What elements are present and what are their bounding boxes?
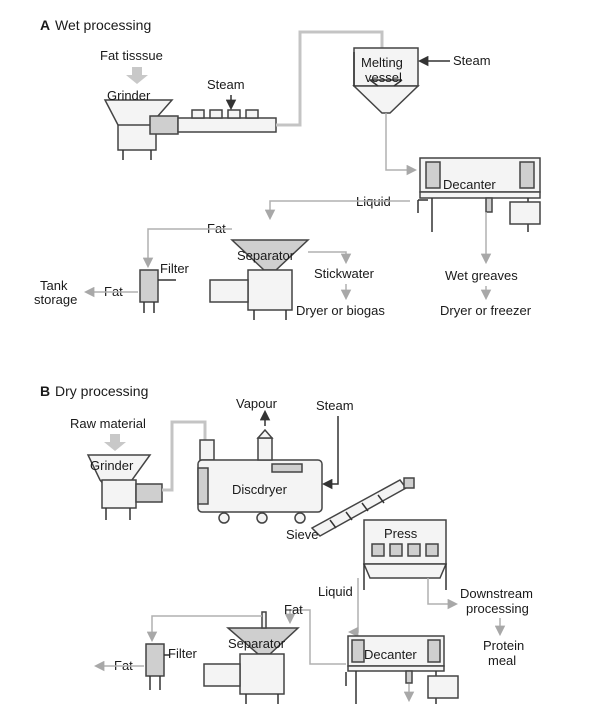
grinder-a xyxy=(103,99,179,160)
filter-a-label: Filter xyxy=(160,261,190,276)
melting-vessel-label-1: Melting xyxy=(361,55,403,70)
raw-material-label: Raw material xyxy=(70,416,146,431)
filter-a xyxy=(139,269,176,313)
separator-a-label: Separator xyxy=(237,248,295,263)
steam-b-label: Steam xyxy=(316,398,354,413)
filter-b xyxy=(145,643,170,690)
liquid-b-label: Liquid xyxy=(318,584,353,599)
fat-tissue-arrow xyxy=(126,67,148,84)
section-b: B Dry processing Raw material Grinder xyxy=(40,383,533,704)
dryer-freezer-label: Dryer or freezer xyxy=(440,303,532,318)
press xyxy=(362,519,448,590)
wet-greaves-label: Wet greaves xyxy=(445,268,518,283)
liquid-b-flow xyxy=(347,578,359,638)
protein-label-1: Protein xyxy=(483,638,524,653)
decanter-a xyxy=(417,157,541,232)
decanter-a-label: Decanter xyxy=(443,177,496,192)
section-a-title: Wet processing xyxy=(55,17,151,33)
steam-a2-label: Steam xyxy=(453,53,491,68)
liquid-a-flow xyxy=(264,200,410,221)
screw-conveyor-a xyxy=(177,109,277,133)
downstream-flow xyxy=(427,578,459,610)
melting-vessel xyxy=(352,47,420,114)
discdryer xyxy=(197,428,323,524)
steam-b-arrow xyxy=(321,416,339,490)
fat-b1-label: Fat xyxy=(284,602,303,617)
raw-material-arrow xyxy=(104,434,126,451)
section-b-title: Dry processing xyxy=(55,383,148,399)
decanter-b xyxy=(345,635,459,704)
vessel-to-decanter-flow xyxy=(385,113,418,176)
section-a-letter: A xyxy=(40,17,50,33)
discdryer-label: Discdryer xyxy=(232,482,288,497)
pipe-to-discdryer xyxy=(162,420,207,492)
steam-a-label: Steam xyxy=(207,77,245,92)
section-b-letter: B xyxy=(40,383,50,399)
separator-b-label: Separator xyxy=(228,636,286,651)
filter-b-label: Filter xyxy=(168,646,198,661)
fat-a1-flow xyxy=(142,228,232,269)
sieve xyxy=(310,477,415,537)
tank-label-2: storage xyxy=(34,292,77,307)
stickwater-flow xyxy=(308,251,352,265)
downstream-label-2: processing xyxy=(466,601,529,616)
grinder-b-label: Grinder xyxy=(90,458,134,473)
fat-tissue-label: Fat tisssue xyxy=(100,48,163,63)
fat-b1-flow xyxy=(146,615,262,643)
sieve-label: Sieve xyxy=(286,527,319,542)
decanter-b-label: Decanter xyxy=(364,647,417,662)
grinder-b xyxy=(86,454,163,520)
grinder-a-label: Grinder xyxy=(107,88,151,103)
vapour-label: Vapour xyxy=(236,396,278,411)
tank-label-1: Tank xyxy=(40,278,68,293)
section-a: A Wet processing Fat tisssue Grinder Ste… xyxy=(34,17,541,320)
separator-a xyxy=(209,239,310,320)
melting-vessel-label-2: vessel xyxy=(365,70,402,85)
downstream-label-1: Downstream xyxy=(460,586,533,601)
press-label: Press xyxy=(384,526,418,541)
dryer-biogas-label: Dryer or biogas xyxy=(296,303,385,318)
stickwater-label: Stickwater xyxy=(314,266,375,281)
protein-label-2: meal xyxy=(488,653,516,668)
pipe-to-melting-vessel xyxy=(276,30,384,127)
decanter-to-separator-flow xyxy=(284,609,346,665)
separator-b xyxy=(203,611,300,704)
